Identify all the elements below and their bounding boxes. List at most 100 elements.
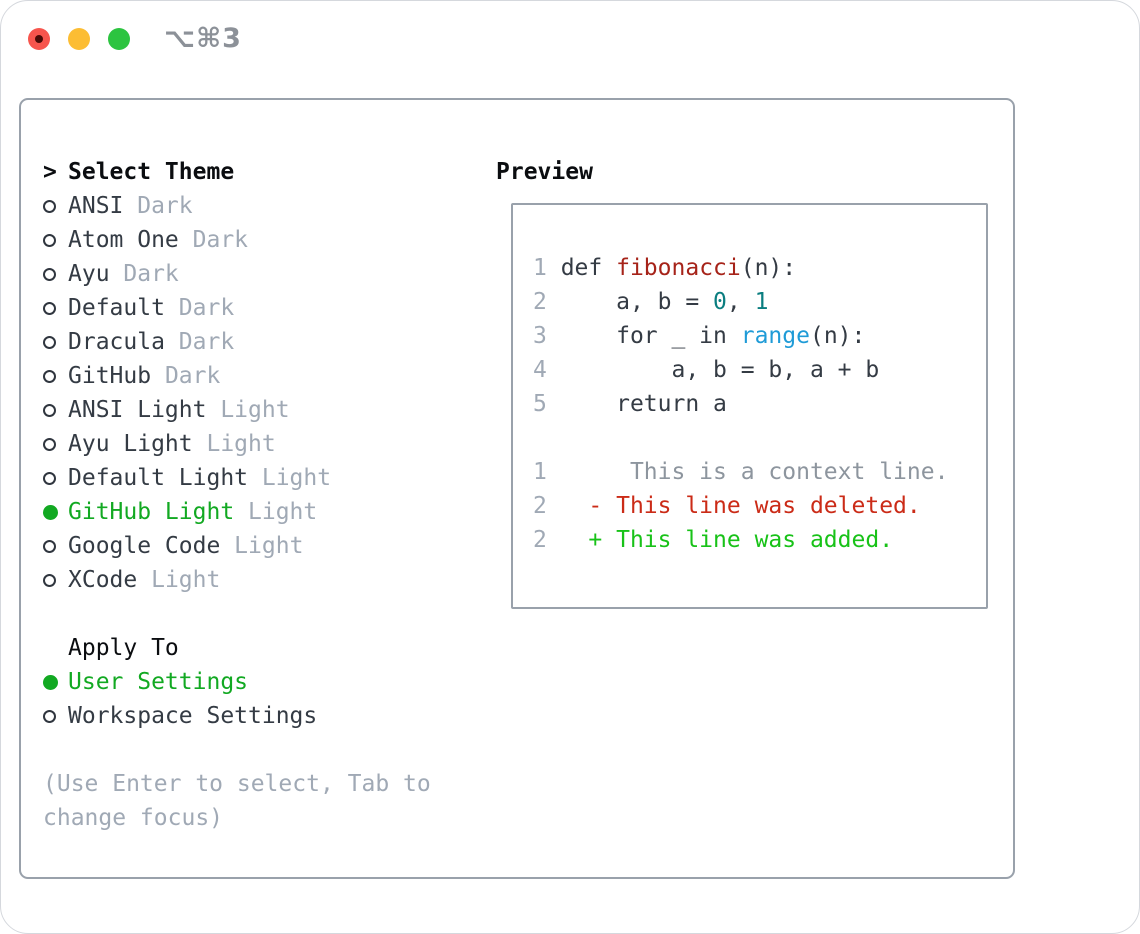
code-segment: for _ in: [546, 323, 741, 349]
code-segment: a, b = b, a + b: [546, 357, 880, 383]
radio-selected-icon: [43, 675, 58, 690]
radio-icon: [43, 200, 56, 213]
titlebar: ⌥⌘3: [1, 1, 1139, 77]
line-number: 2: [533, 493, 547, 519]
option-label: Ayu: [68, 261, 110, 287]
option-label: Ayu Light: [68, 431, 193, 457]
option-label: ANSI Light: [68, 397, 207, 423]
code-line: [533, 421, 986, 455]
section-title: Apply To: [68, 635, 179, 661]
line-number: 2: [533, 527, 547, 553]
theme-option[interactable]: ANSI Light Light: [43, 393, 431, 427]
radio-icon: [43, 438, 56, 451]
option-variant-tag: Dark: [164, 329, 235, 355]
window-title: ⌥⌘3: [164, 23, 242, 54]
option-variant-tag: Dark: [109, 261, 179, 287]
hint-text-line2: change focus): [43, 805, 224, 831]
radio-icon: [43, 268, 56, 281]
code-line: 5 return a: [533, 387, 986, 421]
radio-icon: [43, 302, 56, 315]
code-segment: (n):: [809, 323, 866, 349]
theme-option[interactable]: ANSI Dark: [43, 189, 431, 223]
line-number: 4: [533, 357, 547, 383]
apply-to-option[interactable]: Workspace Settings: [43, 699, 431, 733]
option-label: Workspace Settings: [68, 703, 318, 729]
radio-icon: [43, 336, 56, 349]
option-label: GitHub Light: [68, 499, 235, 525]
theme-option[interactable]: Ayu Dark: [43, 257, 431, 291]
line-number: 1: [533, 459, 547, 485]
apply-to-option[interactable]: User Settings: [43, 665, 431, 699]
radio-icon: [43, 540, 56, 553]
code-segment: + This line was added.: [546, 527, 894, 553]
option-label: Google Code: [68, 533, 221, 559]
option-variant-tag: Light: [234, 499, 318, 525]
apply-to-header: Apply To: [43, 631, 431, 665]
option-variant-tag: Dark: [151, 363, 221, 389]
option-variant-tag: Dark: [164, 295, 235, 321]
code-segment: ,: [726, 289, 755, 315]
option-label: User Settings: [68, 669, 249, 695]
code-line: 2 - This line was deleted.: [533, 489, 986, 523]
code-segment: a, b =: [546, 289, 714, 315]
minimize-button[interactable]: [68, 28, 90, 50]
option-variant-tag: Light: [192, 431, 276, 457]
code-segment: 1: [754, 289, 769, 315]
option-variant-tag: Light: [137, 567, 221, 593]
option-label: Default Light: [68, 465, 249, 491]
theme-option[interactable]: Default Light Light: [43, 461, 431, 495]
code-segment: def: [546, 255, 617, 281]
theme-option[interactable]: GitHub Dark: [43, 359, 431, 393]
line-number: 2: [533, 289, 547, 315]
radio-icon: [43, 370, 56, 383]
option-label: XCode: [68, 567, 138, 593]
code-segment: range: [740, 323, 810, 349]
radio-icon: [43, 574, 56, 587]
code-segment: (n):: [740, 255, 797, 281]
code-line: 4 a, b = b, a + b: [533, 353, 986, 387]
option-variant-tag: Light: [248, 465, 332, 491]
radio-icon: [43, 472, 56, 485]
select-theme-header: > Select Theme: [43, 155, 431, 189]
theme-option[interactable]: Ayu Light Light: [43, 427, 431, 461]
preview-title: Preview: [496, 159, 593, 185]
radio-icon: [43, 404, 56, 417]
option-label: Default: [68, 295, 165, 321]
spacer: [43, 597, 431, 631]
spacer: [43, 733, 431, 767]
code-line: 3 for _ in range(n):: [533, 319, 986, 353]
code-line: 2 + This line was added.: [533, 523, 986, 557]
section-title: Select Theme: [68, 159, 235, 185]
theme-option[interactable]: Atom One Dark: [43, 223, 431, 257]
code-segment: This is a context line.: [546, 459, 949, 485]
radio-selected-icon: [43, 505, 58, 520]
radio-icon: [43, 710, 56, 723]
code-segment: fibonacci: [616, 255, 741, 281]
code-segment: - This line was deleted.: [546, 493, 921, 519]
radio-icon: [43, 234, 56, 247]
option-variant-tag: Dark: [178, 227, 249, 253]
code-line: 1 This is a context line.: [533, 455, 986, 489]
option-variant-tag: Light: [220, 533, 304, 559]
theme-option[interactable]: Dracula Dark: [43, 325, 431, 359]
code-line: 2 a, b = 0, 1: [533, 285, 986, 319]
line-number: 3: [533, 323, 547, 349]
option-label: ANSI: [68, 193, 124, 219]
line-number: 5: [533, 391, 547, 417]
option-label: GitHub: [68, 363, 152, 389]
option-variant-tag: Dark: [123, 193, 193, 219]
close-button[interactable]: [28, 28, 50, 50]
code-segment: 0: [713, 289, 727, 315]
line-number: 1: [533, 255, 547, 281]
theme-option[interactable]: GitHub Light Light: [43, 495, 431, 529]
theme-option[interactable]: XCode Light: [43, 563, 431, 597]
theme-option[interactable]: Google Code Light: [43, 529, 431, 563]
theme-option[interactable]: Default Dark: [43, 291, 431, 325]
maximize-button[interactable]: [108, 28, 130, 50]
